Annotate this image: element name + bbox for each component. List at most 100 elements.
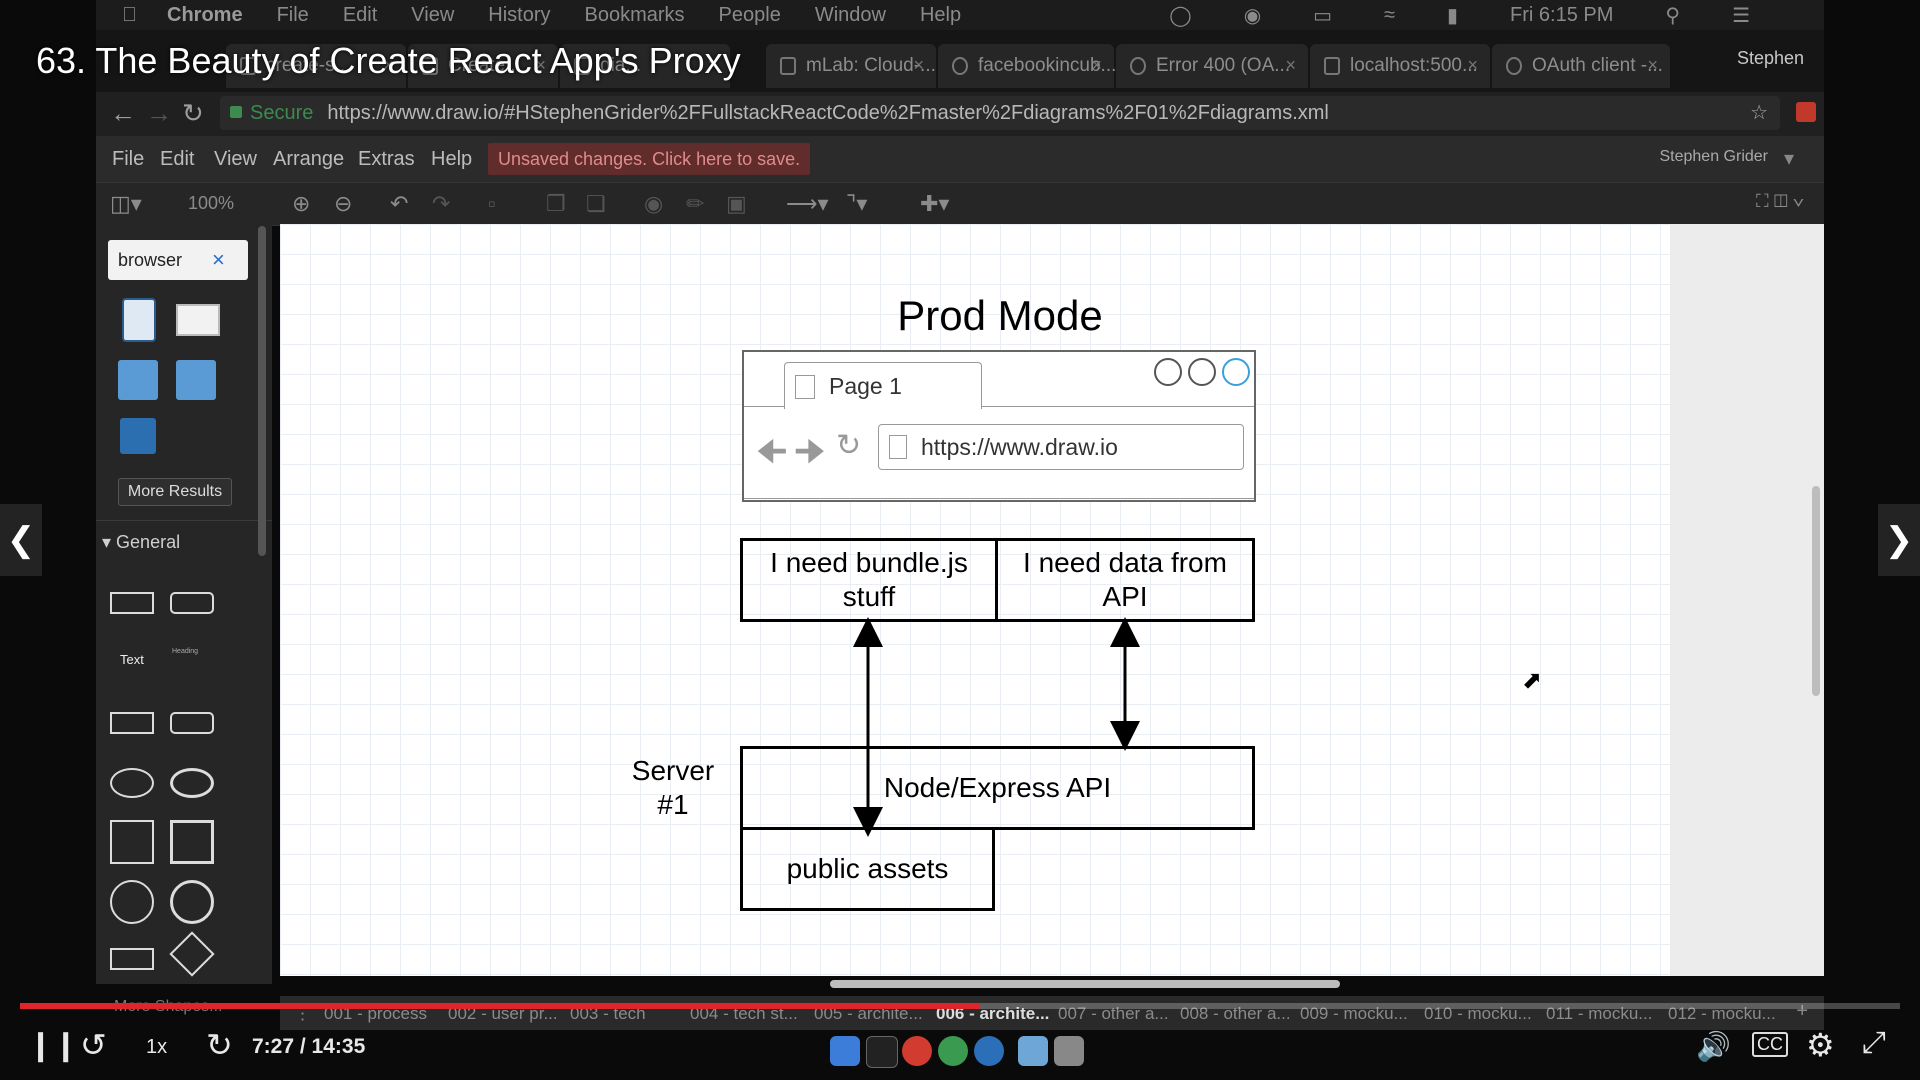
square-shape[interactable] xyxy=(110,820,154,864)
forward-icon[interactable]: ↻ xyxy=(206,1027,233,1063)
square-shape[interactable] xyxy=(170,820,214,864)
mock-url-field[interactable]: https://www.draw.io xyxy=(878,424,1244,470)
line-color-icon[interactable]: ✏ xyxy=(686,191,705,216)
url-field[interactable]: Secure https://www.draw.io/#HStephenGrid… xyxy=(220,96,1780,130)
airplay-icon[interactable]: ▭ xyxy=(1313,4,1333,27)
close-icon[interactable]: × xyxy=(212,247,225,272)
process-shape[interactable] xyxy=(110,948,154,970)
diamond-shape[interactable] xyxy=(169,931,215,977)
finder-icon[interactable] xyxy=(830,1036,860,1066)
extension-icon[interactable] xyxy=(1796,102,1816,122)
settings-gear-icon[interactable]: ⚙ xyxy=(1806,1027,1835,1063)
fill-color-icon[interactable]: ◉ xyxy=(644,191,664,216)
menu-app-name[interactable]: Chrome xyxy=(152,3,243,26)
circle-shape[interactable] xyxy=(170,880,214,924)
ellipse-shape[interactable] xyxy=(110,768,154,798)
browser-mockup-shape[interactable]: Page 1 🠈 🠊 ↻ https://www.draw.io xyxy=(742,350,1256,502)
browser-tab[interactable]: Error 400 (OA...× xyxy=(1116,44,1308,88)
pause-icon[interactable]: ❙❙ xyxy=(28,1029,79,1062)
text-shape[interactable]: Text xyxy=(120,652,144,667)
close-icon[interactable]: × xyxy=(535,55,546,75)
folder-icon[interactable] xyxy=(1018,1036,1048,1066)
browser-download-shape-icon[interactable] xyxy=(118,360,158,400)
browser-sitemap-shape-icon[interactable] xyxy=(176,360,216,400)
close-icon[interactable]: × xyxy=(1285,55,1296,75)
notification-list-icon[interactable]: ☰ xyxy=(1732,4,1750,27)
app-icon[interactable] xyxy=(974,1036,1004,1066)
apple-icon[interactable]:  xyxy=(122,4,137,27)
shape-search-input[interactable]: browser × xyxy=(108,240,248,280)
glasses-icon[interactable]: ◯ xyxy=(1169,4,1192,27)
heading-shape[interactable]: Heading xyxy=(172,648,199,655)
browser-tab[interactable]: create-s...× xyxy=(226,44,406,88)
api-request-box[interactable]: I need data from API xyxy=(995,538,1255,622)
server-label[interactable]: Server #1 xyxy=(631,755,715,820)
page-tab[interactable]: 008 - other a... xyxy=(1180,1004,1291,1023)
general-section-header[interactable]: ▾ General xyxy=(102,532,181,552)
video-progress-bar[interactable] xyxy=(20,1003,1900,1009)
page-tab[interactable]: 009 - mocku... xyxy=(1300,1004,1408,1023)
trash-icon[interactable] xyxy=(1054,1036,1084,1066)
closed-captions-button[interactable]: CC xyxy=(1752,1032,1788,1057)
shadow-icon[interactable]: ▣ xyxy=(726,191,747,216)
page-tab[interactable]: 011 - mocku... xyxy=(1546,1004,1653,1023)
star-icon[interactable]: ☆ xyxy=(1750,102,1768,124)
next-lecture-arrow[interactable]: ❯ xyxy=(1878,504,1920,576)
to-back-icon[interactable]: ❏ xyxy=(586,191,606,216)
drawio-menu-extras[interactable]: Extras xyxy=(358,148,415,170)
browser-tab[interactable]: dia...× xyxy=(560,44,730,88)
menu-help[interactable]: Help xyxy=(904,3,961,26)
close-icon[interactable]: × xyxy=(1467,55,1478,75)
close-icon[interactable]: × xyxy=(707,55,718,75)
page-tab[interactable]: 007 - other a... xyxy=(1058,1004,1169,1023)
spotlight-icon[interactable]: ⚲ xyxy=(1665,4,1681,27)
browser-tab[interactable]: OAuth client -...× xyxy=(1492,44,1670,88)
redo-icon[interactable]: ↷ xyxy=(432,191,451,216)
to-front-icon[interactable]: ❐ xyxy=(546,191,566,216)
window-button-circle[interactable] xyxy=(1154,358,1182,386)
zoom-out-icon[interactable]: ⊖ xyxy=(334,191,353,216)
menu-history[interactable]: History xyxy=(473,3,550,26)
drawio-menu-file[interactable]: File xyxy=(112,148,145,170)
browser-tab[interactable]: mLab: Cloud-...× xyxy=(766,44,936,88)
browser-tab[interactable]: facebookincub...× xyxy=(938,44,1116,88)
close-icon[interactable]: × xyxy=(913,55,924,75)
bundle-request-box[interactable]: I need bundle.js stuff xyxy=(740,538,998,622)
wifi-icon[interactable]: ≈ xyxy=(1384,3,1396,26)
page-tab[interactable]: 010 - mocku... xyxy=(1424,1004,1532,1023)
browser-tab[interactable]: localhost:500...× xyxy=(1310,44,1490,88)
canvas-horizontal-scrollbar[interactable] xyxy=(830,980,1340,988)
battery-icon[interactable]: ▮ xyxy=(1447,4,1459,27)
close-icon[interactable]: × xyxy=(383,55,394,75)
back-icon[interactable]: ← xyxy=(110,98,136,128)
previous-lecture-arrow[interactable]: ❮ xyxy=(0,504,42,576)
ellipse-shape[interactable] xyxy=(170,768,214,798)
unsaved-changes-button[interactable]: Unsaved changes. Click here to save. xyxy=(488,143,811,175)
zoom-in-icon[interactable]: ⊕ xyxy=(292,191,311,216)
profile-name[interactable]: Stephen xyxy=(1736,48,1804,68)
insert-icon[interactable]: ✚▾ xyxy=(920,191,950,216)
browser-window-shape-icon[interactable] xyxy=(176,304,220,336)
drawio-menu-view[interactable]: View xyxy=(214,148,257,170)
menu-window[interactable]: Window xyxy=(799,3,886,26)
playback-speed[interactable]: 1x xyxy=(146,1036,168,1058)
rounded-rectangle-shape[interactable] xyxy=(170,712,214,734)
canvas-vertical-scrollbar[interactable] xyxy=(1812,486,1820,696)
url-text[interactable]: https://www.draw.io/#HStephenGrider%2FFu… xyxy=(327,101,1329,124)
user-menu[interactable]: Stephen Grider xyxy=(1659,148,1768,165)
rectangle-shape[interactable] xyxy=(110,712,154,734)
drawio-menu-edit[interactable]: Edit xyxy=(160,148,195,170)
sidebar-scrollbar[interactable] xyxy=(258,226,266,556)
exit-fullscreen-icon[interactable]: ⤢ xyxy=(1862,1026,1886,1059)
menu-file[interactable]: File xyxy=(261,3,309,26)
delete-icon[interactable]: ▫ xyxy=(488,191,496,216)
fullscreen-icon[interactable]: ⛶ ◫ ∨ xyxy=(1756,191,1804,211)
close-icon[interactable]: × xyxy=(1647,55,1658,75)
rounded-rectangle-shape[interactable] xyxy=(170,592,214,614)
menu-view[interactable]: View xyxy=(396,3,454,26)
app-icon[interactable] xyxy=(938,1036,968,1066)
format-panel-icon[interactable]: ◫▾ xyxy=(110,191,142,216)
page-tab[interactable]: 012 - mocku... xyxy=(1668,1004,1776,1023)
rectangle-shape[interactable] xyxy=(110,592,154,614)
chevron-down-icon[interactable]: ▾ xyxy=(1783,148,1794,170)
